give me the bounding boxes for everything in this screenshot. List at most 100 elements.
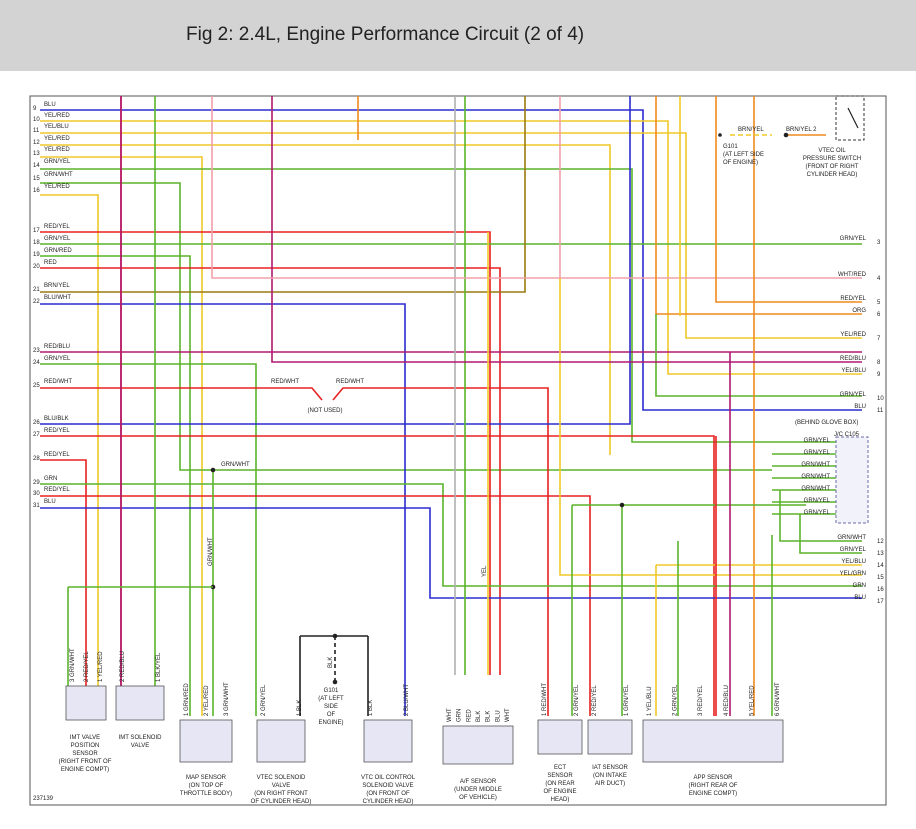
g101-top-label: G101: [723, 144, 738, 150]
vtc-oil-control-solenoid-label: (ON FRONT OF: [366, 791, 410, 797]
right-row-number-13: 13: [877, 551, 884, 557]
wire-yelred-16: [40, 194, 99, 686]
app-sensor-pin-label: 4 RED/BLU: [724, 685, 730, 716]
wire-orgredyel-5: [715, 96, 862, 303]
ect-sensor-label: HEAD): [551, 797, 570, 803]
left-row-label: RED/YEL: [44, 428, 70, 434]
figure-title: Fig 2: 2.4L, Engine Performance Circuit …: [186, 24, 585, 45]
left-row-number-15: 15: [33, 176, 40, 182]
left-row-number-23: 23: [33, 348, 40, 354]
diagram-frame: [29, 95, 887, 806]
wire-whtred-4: [559, 96, 862, 279]
left-row-number-31: 31: [33, 503, 40, 509]
app-sensor-pin-label: 2 GRN/YEL: [673, 684, 679, 716]
wire-bluwht-22: [40, 303, 406, 716]
right-row-number-11: 11: [877, 408, 884, 414]
right-row-label: GRN/WHT: [837, 535, 866, 541]
vtec-switch-label: CYLINDER HEAD): [807, 172, 858, 178]
jc-wire-label: GRN/WHT: [801, 486, 830, 492]
map-sensor-label: MAP SENSOR: [186, 775, 227, 781]
vtec-switch-label: (FRONT OF RIGHT: [806, 164, 859, 170]
vtc-oil-control-solenoid-label: SOLENOID VALVE: [362, 783, 413, 789]
app-sensor-label: (RIGHT REAR OF: [689, 783, 738, 789]
imt-solenoid-valve: [115, 685, 165, 721]
vtec-solenoid-valve-label: VTEC SOLENOID: [257, 775, 306, 781]
wire-grnyel-24: [40, 363, 257, 716]
right-row-number-8: 8: [877, 360, 881, 366]
wire-redyel-27: [40, 435, 715, 716]
iat-sensor-label: AIR DUCT): [595, 781, 625, 787]
g101-bottom-wire: BLK: [328, 657, 334, 668]
right-row-number-10: 10: [877, 396, 884, 402]
right-row-number-12: 12: [877, 539, 884, 545]
af-sensor-pin-label: BLK: [486, 711, 492, 722]
vtc-oil-control-solenoid-label: VTC OIL CONTROL: [361, 775, 416, 781]
wire-redyel-29b: [40, 495, 591, 716]
imt-solenoid-valve-label: VALVE: [131, 743, 149, 749]
map-sensor-label: THROTTLE BODY): [180, 791, 232, 797]
iat-sensor-pin-label: 1 GRN/YEL: [624, 684, 630, 716]
left-row-number-19: 19: [33, 252, 40, 258]
vtec-solenoid-valve-label: (ON RIGHT FRONT: [254, 791, 308, 797]
app-sensor-pin-label: 6 GRN/WHT: [775, 682, 781, 716]
wire-grnwht-15: [40, 182, 772, 471]
af-sensor-label: A/F SENSOR: [460, 779, 497, 785]
left-row-number-18: 18: [33, 240, 40, 246]
right-row-number-7: 7: [877, 336, 881, 342]
wire-jc-13: [799, 514, 862, 554]
g101-bottom-label: (AT LEFT: [318, 696, 344, 702]
vtc-oil-control-solenoid-pin-label: 1 BLK: [368, 700, 374, 716]
inline-label-grnwht: GRN/WHT: [221, 462, 250, 468]
g101-bottom-label: G101: [324, 688, 339, 694]
left-row-number-10: 10: [33, 117, 40, 123]
right-row-number-6: 6: [877, 312, 881, 318]
vtec-solenoid-valve-label: VALVE: [272, 783, 290, 789]
imt-valve-position-sensor-label: POSITION: [71, 743, 100, 749]
right-row-number-14: 14: [877, 563, 884, 569]
right-row-number-16: 16: [877, 587, 884, 593]
jc-c105-box: [835, 436, 869, 524]
af-sensor-pin-label: BLK: [476, 711, 482, 722]
left-row-number-17: 17: [33, 228, 40, 234]
wire-grnyel-10: [655, 314, 862, 397]
iat-sensor-pin-label: 2 RED/YEL: [592, 685, 598, 716]
right-row-number-15: 15: [877, 575, 884, 581]
jc-wire-label: GRN/YEL: [804, 510, 831, 516]
wire-yelgrn-15: [559, 278, 862, 576]
vtec-solenoid-valve-label: OF CYLINDER HEAD): [251, 799, 312, 805]
right-row-number-17: 17: [877, 599, 884, 605]
imt-valve-position-sensor-pin-label: 2 RED/YEL: [84, 651, 90, 682]
not-used-left-label: RED/WHT: [271, 379, 299, 385]
left-row-number-13: 13: [33, 151, 40, 157]
right-row-label: YEL/GRN: [840, 571, 866, 577]
wire-blu-9: [40, 109, 862, 411]
figure-id: 237139: [33, 796, 54, 802]
right-row-label: GRN: [853, 583, 866, 589]
vtec-solenoid-valve: [256, 719, 306, 763]
right-row-number-9: 9: [877, 372, 881, 378]
imt-valve-position-sensor-label: IMT VALVE: [70, 735, 100, 741]
left-row-label: YEL/RED: [44, 147, 70, 153]
imt-valve-position-sensor-label: (RIGHT FRONT OF: [59, 759, 112, 765]
figure-header: Fig 2: 2.4L, Engine Performance Circuit …: [0, 0, 916, 71]
left-row-label: GRN/YEL: [44, 159, 71, 165]
ground-point-g101: [332, 679, 338, 685]
wire-redyel-28: [40, 459, 87, 686]
left-row-label: GRN: [44, 476, 57, 482]
vtec-switch-label: VTEC OIL: [818, 148, 846, 154]
ect-sensor-label: ECT: [554, 765, 566, 771]
splice-dot-grnwht: [210, 467, 216, 473]
vtc-oil-control-solenoid-pin-label: 2 BLU/WHT: [404, 684, 410, 716]
left-row-number-27: 27: [33, 432, 40, 438]
wire-whtred-stub: [211, 96, 560, 279]
left-row-label: BLU: [44, 102, 56, 108]
right-row-label: GRN/YEL: [840, 547, 867, 553]
af-sensor-pin-label: GRN: [457, 709, 463, 722]
wire-yel-11: [40, 132, 862, 339]
left-row-label: BLU/WHT: [44, 295, 71, 301]
imt-solenoid-valve-pin-label: 2 RED/BLU: [120, 651, 126, 682]
left-row-label: RED/WHT: [44, 379, 72, 385]
left-row-label: YEL/RED: [44, 184, 70, 190]
left-row-number-25: 25: [33, 383, 40, 389]
